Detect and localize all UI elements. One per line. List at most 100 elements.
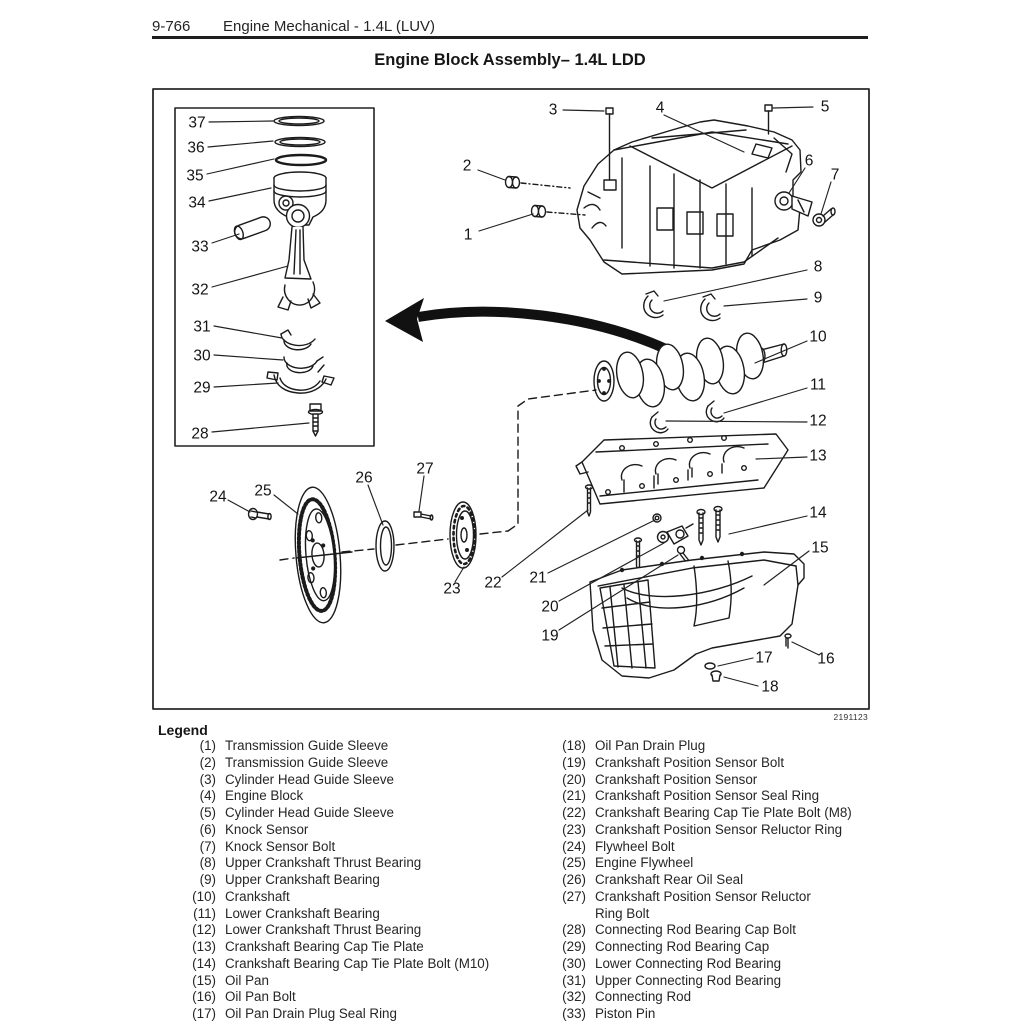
upper-bearing-drawing <box>700 293 721 322</box>
legend-item: (10)Crankshaft <box>158 889 544 906</box>
legend-item: (16)Oil Pan Bolt <box>158 989 544 1006</box>
legend-item-label: Piston Pin <box>595 1006 656 1021</box>
exploded-view-drawing <box>152 88 870 710</box>
legend-item-number: (22) <box>562 805 586 820</box>
header-rule <box>152 36 868 39</box>
callout-15: 15 <box>811 539 829 557</box>
callout-19: 19 <box>541 627 559 645</box>
legend-item-label: Crankshaft Bearing Cap Tie Plate <box>225 939 424 954</box>
connecting-rod-drawing <box>277 203 321 311</box>
piston-drawing <box>273 171 327 226</box>
legend-item-number: (5) <box>199 805 216 820</box>
legend-item: (31)Upper Connecting Rod Bearing <box>524 973 870 990</box>
legend-left-column: (1)Transmission Guide Sleeve(2)Transmiss… <box>158 738 544 1023</box>
legend-item: (23)Crankshaft Position Sensor Reluctor … <box>524 822 870 839</box>
legend-item: (5) Cylinder Head Guide Sleeve <box>158 805 544 822</box>
legend-item-label: Crankshaft Position Sensor Bolt <box>595 754 785 770</box>
callout-9: 9 <box>813 289 823 307</box>
legend-item-label: Crankshaft Bearing Cap Tie Plate Bolt (M… <box>595 805 852 820</box>
legend-item: (15)Oil Pan <box>158 973 544 990</box>
oil-pan-drawing <box>589 551 805 679</box>
callout-18: 18 <box>761 678 779 696</box>
legend-item-label: Oil Pan <box>225 972 269 988</box>
legend-item-label: Connecting Rod Bearing Cap Bolt <box>595 922 796 938</box>
legend-item-number: (2) <box>199 754 216 770</box>
legend-item-number: (19) <box>562 754 586 770</box>
legend-item-label: Engine Flywheel <box>595 855 694 871</box>
rod-bearing-upper-drawing <box>280 329 316 351</box>
legend-item: (12)Lower Crankshaft Thrust Bearing <box>158 922 544 939</box>
rear-oil-seal-drawing <box>375 520 395 572</box>
callout-22: 22 <box>484 574 502 592</box>
legend-item-number: (28) <box>562 922 586 938</box>
legend-item-label: Upper Crankshaft Thrust Bearing <box>225 855 422 871</box>
callout-23: 23 <box>443 580 461 598</box>
tie-plate-bolt-m10-drawing <box>696 505 723 546</box>
legend-item: (2)Transmission Guide Sleeve <box>158 755 544 772</box>
legend-item-number: (7) <box>199 838 216 854</box>
legend-item-label: Oil Pan Drain Plug <box>595 738 706 753</box>
callout-11: 11 <box>809 376 827 394</box>
tie-plate-bolt-m8-drawing <box>584 484 643 571</box>
legend-item-number: (21) <box>562 788 586 804</box>
callout-21: 21 <box>529 569 547 587</box>
callout-29: 29 <box>193 379 211 397</box>
callout-3: 3 <box>548 101 558 119</box>
callout-7: 7 <box>830 166 840 184</box>
legend-item-label: Oil Pan Drain Plug Seal Ring <box>225 1006 397 1021</box>
legend-item-number: (18) <box>562 738 586 753</box>
legend-item: (30)Lower Connecting Rod Bearing <box>524 956 870 973</box>
callout-37: 37 <box>188 114 206 132</box>
legend-item-number: (27) <box>562 888 586 904</box>
callout-20: 20 <box>541 598 559 616</box>
legend-item: (24)Flywheel Bolt <box>524 839 870 856</box>
guide-sleeve-1-drawing <box>530 204 586 218</box>
inset-frame <box>174 107 375 447</box>
crankshaft-position-sensor-drawing <box>652 513 694 564</box>
tie-plate-drawing <box>575 433 789 505</box>
legend-item-number: (1) <box>199 738 216 753</box>
callout-31: 31 <box>193 318 211 336</box>
legend-item-label: Connecting Rod Bearing Cap <box>595 939 770 954</box>
legend-item: (7) Knock Sensor Bolt <box>158 839 544 856</box>
reluctor-ring-bolt-drawing <box>413 511 434 521</box>
legend-item-number: (17) <box>192 1006 216 1021</box>
piston-rings-drawing <box>273 115 328 167</box>
lower-bearing-drawing <box>705 400 725 423</box>
callout-17: 17 <box>755 649 773 667</box>
legend-item: (27)Crankshaft Position Sensor Reluctor … <box>524 889 870 923</box>
flywheel-center-line <box>295 551 353 559</box>
callout-32: 32 <box>191 281 209 299</box>
legend-item-label: Crankshaft Position Sensor <box>595 771 758 787</box>
legend-item: (25) Engine Flywheel <box>524 855 870 872</box>
legend-item: (13) Crankshaft Bearing Cap Tie Plate <box>158 939 544 956</box>
legend-item: (18) Oil Pan Drain Plug <box>524 738 870 755</box>
legend-item-number: (9) <box>199 872 216 887</box>
legend-item: (6)Knock Sensor <box>158 822 544 839</box>
legend-item-number: (12) <box>192 922 216 938</box>
legend-item-label: Cylinder Head Guide Sleeve <box>225 805 394 820</box>
reluctor-ring-drawing <box>449 501 477 569</box>
figure-title: Engine Block Assembly– 1.4L LDD <box>374 51 646 69</box>
legend-item: (28) Connecting Rod Bearing Cap Bolt <box>524 922 870 939</box>
callout-5: 5 <box>820 98 830 116</box>
callout-36: 36 <box>187 139 205 157</box>
legend-item-number: (13) <box>192 939 216 954</box>
legend-item: (21)Crankshaft Position Sensor Seal Ring <box>524 788 870 805</box>
guide-sleeve-3-drawing <box>605 107 614 181</box>
legend-item: (14)Crankshaft Bearing Cap Tie Plate Bol… <box>158 956 544 973</box>
legend-item-label: Knock Sensor Bolt <box>225 838 336 854</box>
legend-item-label: Crankshaft Position Sensor Reluctor Ring <box>595 821 843 837</box>
legend-item-number: (25) <box>562 855 586 871</box>
legend-item-number: (32) <box>562 989 586 1005</box>
knock-sensor-drawing <box>774 191 813 217</box>
knock-sensor-bolt-drawing <box>812 207 836 227</box>
callout-16: 16 <box>817 650 835 668</box>
figure-number: 2191123 <box>833 712 868 722</box>
legend-heading: Legend <box>158 722 208 738</box>
callout-26: 26 <box>355 469 373 487</box>
callout-34: 34 <box>188 194 206 212</box>
header-section-title: Engine Mechanical - 1.4L (LUV) <box>223 18 436 35</box>
callout-8: 8 <box>813 258 823 276</box>
callout-10: 10 <box>809 328 827 346</box>
